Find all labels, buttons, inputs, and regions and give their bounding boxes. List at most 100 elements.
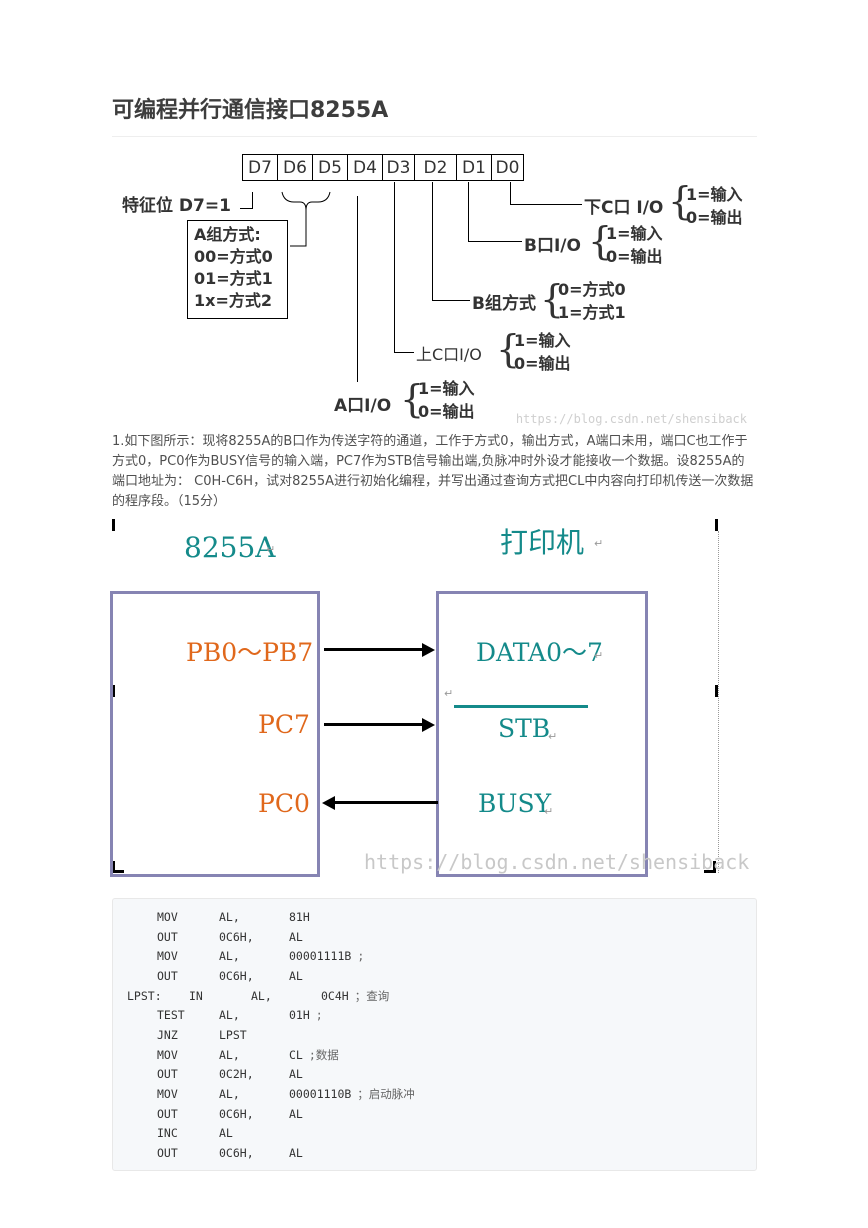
code-opcode: OUT	[157, 968, 178, 983]
printer-title: 打印机	[500, 526, 585, 559]
chip-title: 8255A	[184, 531, 276, 564]
d6-d5-brace-icon	[281, 191, 331, 247]
port-a-choice-in: 1=输入	[418, 379, 475, 398]
lower-c-label: 下C口 I/O	[584, 198, 664, 218]
code-opcode: MOV	[157, 909, 178, 924]
code-opcode: OUT	[157, 929, 178, 944]
b-group-brace-icon: {	[540, 277, 565, 321]
bit-row: D7 D6 D5 D4 D3 D2 D1 D0	[242, 154, 524, 181]
feature-bit-label: 特征位 D7=1	[122, 196, 231, 216]
code-comment: ；查询	[354, 988, 390, 1003]
code-comment: ;	[315, 1008, 323, 1023]
frame-corner	[112, 861, 124, 873]
d1-line-h	[468, 241, 522, 242]
code-opcode: MOV	[157, 1087, 178, 1102]
code-operand: 0C6H,	[219, 1106, 254, 1121]
code-operand: AL	[289, 1106, 303, 1121]
port-b-label: B口I/O	[524, 236, 581, 256]
d1-line	[468, 182, 469, 241]
code-label: LPST:	[127, 988, 162, 1003]
port-b-brace-icon: {	[588, 219, 613, 263]
a-group-mode-box: A组方式: 00=方式0 01=方式1 1x=方式2	[187, 220, 288, 319]
upper-c-choice-out: 0=输出	[514, 354, 571, 373]
d7-line	[252, 192, 253, 208]
bit-d6: D6	[278, 154, 313, 181]
code-operand: LPST	[219, 1027, 247, 1042]
question-text: 1.如下图所示：现将8255A的B口作为传送字符的通道，工作于方式0，输出方式，…	[112, 434, 754, 509]
code-operand: AL,	[219, 1087, 240, 1102]
code-operand: 81H	[289, 909, 310, 924]
upper-c-label: 上C口I/O	[416, 345, 482, 364]
code-line: INC AL	[127, 1124, 756, 1144]
code-line: JNZ LPST	[127, 1025, 756, 1045]
code-operand: AL,	[251, 988, 272, 1003]
code-operand: 0C6H,	[219, 929, 254, 944]
a-group-mode-2: 1x=方式2	[194, 291, 272, 310]
printer-box	[436, 591, 648, 877]
control-word-diagram: D7 D6 D5 D4 D3 D2 D1 D0 特征位 D7=1 A组方式: 0…	[112, 148, 757, 428]
code-comment: ;	[357, 949, 365, 964]
code-operand: AL	[289, 1067, 303, 1082]
code-operand: AL	[219, 1126, 233, 1141]
bit-d7: D7	[243, 154, 278, 181]
upper-c-choices: 1=输入 0=输出	[514, 329, 571, 375]
printer-interface-diagram: 8255A ↵ 打印机 ↵ PB0～PB7 PC7 PC0 DATA0～7 ↵ …	[110, 517, 749, 877]
code-operand: AL	[289, 1146, 303, 1161]
code-operand: AL,	[219, 1008, 240, 1023]
frame-handle	[112, 519, 115, 531]
code-operand: 0C4H	[321, 988, 349, 1003]
code-opcode: OUT	[157, 1146, 178, 1161]
code-operand: AL,	[219, 1047, 240, 1062]
paragraph-mark: ↵	[594, 537, 604, 550]
d2-line	[432, 182, 433, 300]
code-opcode: TEST	[157, 1008, 185, 1023]
b-group-choice-0: 0=方式0	[558, 280, 626, 299]
arrow-left-icon	[322, 796, 335, 810]
upper-c-choice-in: 1=输入	[514, 331, 571, 350]
arrow-right-icon	[422, 718, 435, 732]
frame-handle	[112, 685, 115, 697]
paragraph-mark: ↵	[544, 805, 554, 818]
a-group-mode-1: 01=方式1	[194, 269, 273, 288]
paragraph-mark: ↵	[548, 730, 558, 743]
arrow-right-icon	[422, 643, 435, 657]
chip-8255a-box	[110, 591, 320, 877]
lower-c-choice-out: 0=输出	[686, 208, 743, 227]
code-opcode: OUT	[157, 1067, 178, 1082]
d7-line-foot	[240, 208, 253, 209]
port-a-choice-out: 0=输出	[418, 402, 475, 421]
code-opcode: INC	[157, 1126, 178, 1141]
frame-corner	[704, 861, 716, 873]
bit-d1: D1	[457, 154, 492, 181]
d3-line	[394, 182, 395, 352]
code-opcode: JNZ	[157, 1027, 178, 1042]
b-group-choice-1: 1=方式1	[558, 303, 626, 322]
port-b-choice-out: 0=输出	[606, 247, 663, 266]
arrow-data	[324, 648, 424, 651]
signal-busy: BUSY	[478, 789, 552, 818]
code-operand: 00001111B	[289, 949, 352, 964]
watermark: https://blog.csdn.net/shensiback	[364, 850, 750, 874]
signal-pb0-pb7: PB0～PB7	[186, 638, 314, 667]
code-opcode: MOV	[157, 1047, 178, 1062]
lower-c-choices: 1=输入 0=输出	[686, 183, 743, 229]
lower-c-choice-in: 1=输入	[686, 185, 743, 204]
signal-pc0: PC0	[258, 789, 310, 818]
lower-c-brace-icon: {	[668, 179, 693, 223]
a-group-title: A组方式:	[194, 225, 261, 244]
code-operand: 0C6H,	[219, 968, 254, 983]
code-operand: 00001110B	[289, 1087, 352, 1102]
b-group-choices: 0=方式0 1=方式1	[558, 278, 626, 324]
code-operand: CL	[289, 1047, 303, 1062]
port-a-label: A口I/O	[334, 396, 392, 416]
code-opcode: MOV	[157, 949, 178, 964]
